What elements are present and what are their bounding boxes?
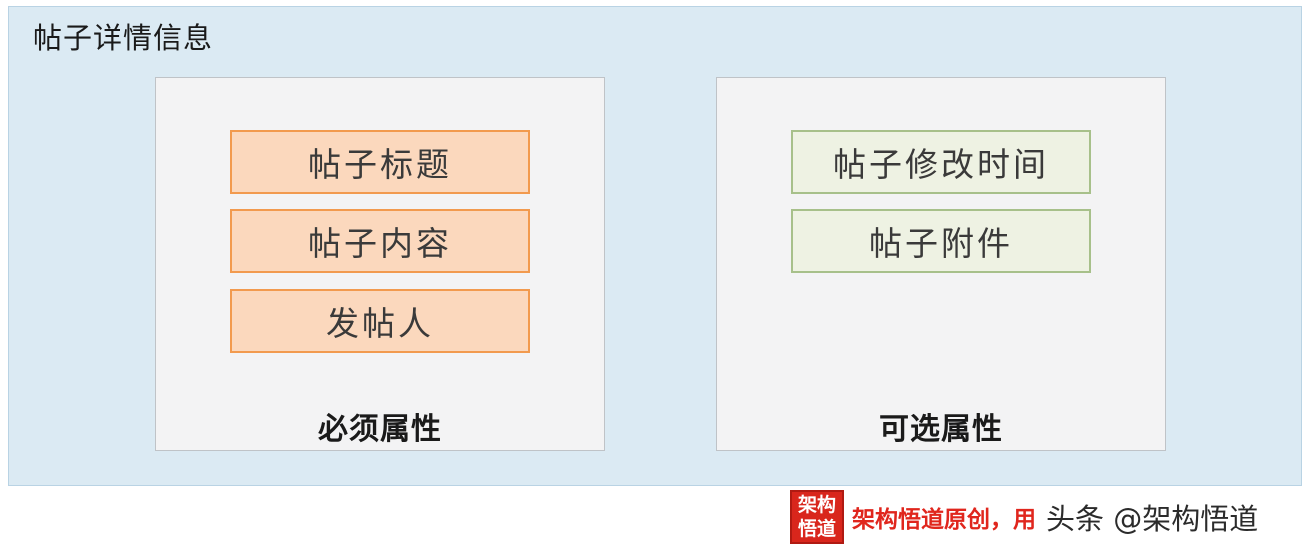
attribute-post-title: 帖子标题 bbox=[230, 130, 530, 194]
brand-seal-logo: 架构 悟道 bbox=[790, 490, 844, 544]
required-attributes-group: 帖子标题 帖子内容 发帖人 必须属性 bbox=[155, 77, 605, 451]
required-attributes-label: 必须属性 bbox=[318, 412, 442, 447]
watermark: 架构 悟道 架构悟道原创，用 头条 @架构悟道 bbox=[790, 489, 1258, 545]
seal-text-line1: 架构 bbox=[797, 494, 836, 516]
diagram-title: 帖子详情信息 bbox=[33, 21, 214, 55]
attribute-post-attachment: 帖子附件 bbox=[791, 209, 1091, 273]
watermark-source-text: 头条 @架构悟道 bbox=[1046, 502, 1259, 536]
optional-attributes-label: 可选属性 bbox=[879, 412, 1003, 447]
optional-attributes-group: 帖子修改时间 帖子附件 可选属性 bbox=[716, 77, 1166, 451]
watermark-original-text: 架构悟道原创，用 bbox=[852, 507, 1036, 533]
seal-text-line2: 悟道 bbox=[797, 518, 836, 540]
attribute-post-content: 帖子内容 bbox=[230, 209, 530, 273]
post-detail-container: 帖子详情信息 帖子标题 帖子内容 发帖人 必须属性 帖子修改时间 帖子附件 可选… bbox=[8, 6, 1302, 486]
attribute-post-author: 发帖人 bbox=[230, 289, 530, 353]
attribute-post-modified-time: 帖子修改时间 bbox=[791, 130, 1091, 194]
